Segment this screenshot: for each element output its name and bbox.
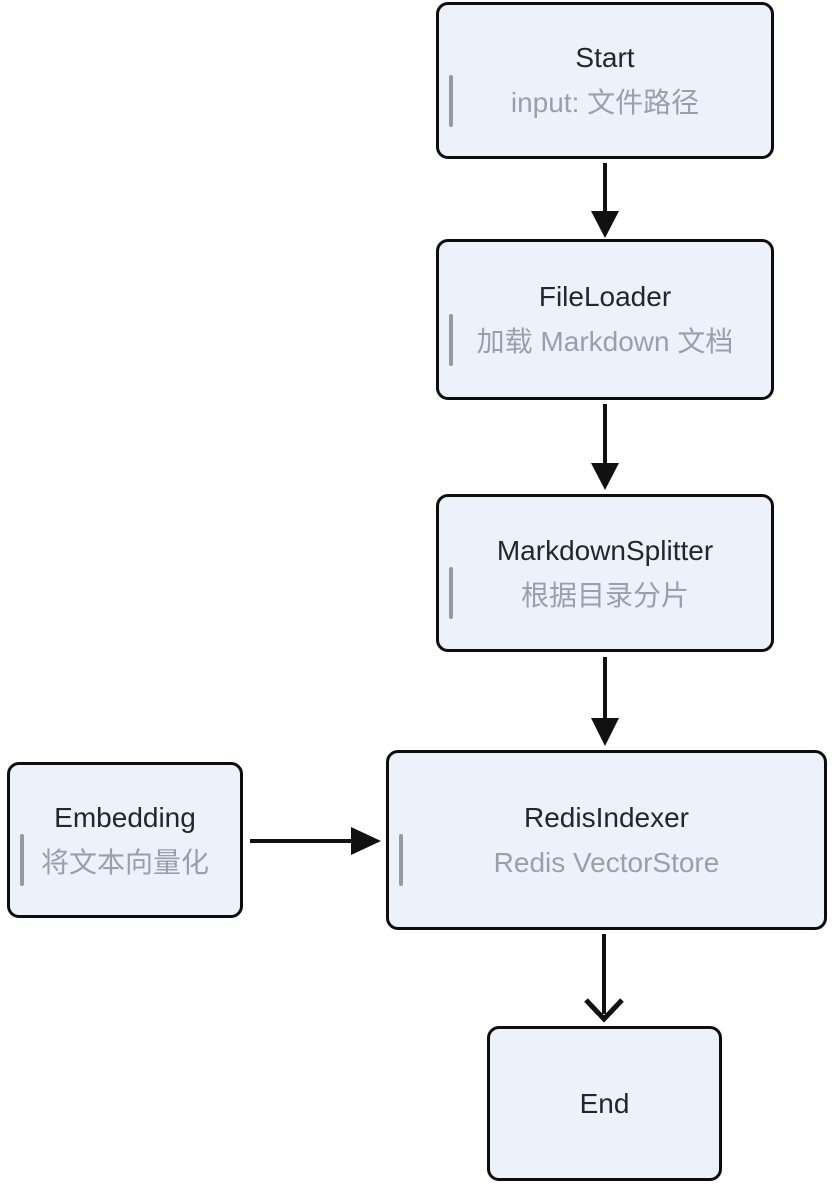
subtitle-marker-bar [449,74,453,127]
node-title: End [579,1087,630,1119]
node-title: Start [575,42,635,73]
subtitle-marker-bar [20,834,24,886]
edge-fileloader-markdownsplitter [591,404,619,490]
arrowhead-icon [591,211,619,238]
node-subtitle: 将文本向量化 [40,846,209,878]
node-subtitle: 根据目录分片 [520,579,689,611]
edge-redisindexer-end [584,934,624,1023]
subtitle-marker-bar [449,313,453,366]
node-fileloader: FileLoader 加载 Markdown 文档 [436,239,774,400]
edge-markdownsplitter-redisindexer [591,657,619,746]
arrowhead-icon [591,463,619,490]
subtitle-marker-bar [399,834,403,886]
node-title: Embedding [54,801,196,833]
arrowhead-icon [591,718,619,746]
node-start: Start input: 文件路径 [436,2,774,159]
node-embedding: Embedding 将文本向量化 [7,762,243,918]
node-end: End [487,1026,722,1181]
node-title: MarkdownSplitter [496,534,714,566]
arrowhead-icon [584,998,624,1023]
arrowhead-icon [351,827,381,855]
node-markdownsplitter: MarkdownSplitter 根据目录分片 [436,494,774,652]
node-title: RedisIndexer [524,801,689,833]
edge-start-fileloader [591,163,619,238]
node-title: FileLoader [538,281,672,312]
subtitle-marker-bar [449,567,453,619]
node-redisindexer: RedisIndexer Redis VectorStore [386,750,827,930]
node-subtitle: input: 文件路径 [510,87,700,118]
edge-embedding-redisindexer [250,827,381,855]
node-subtitle: 加载 Markdown 文档 [476,326,734,357]
node-subtitle: Redis VectorStore [493,846,720,878]
